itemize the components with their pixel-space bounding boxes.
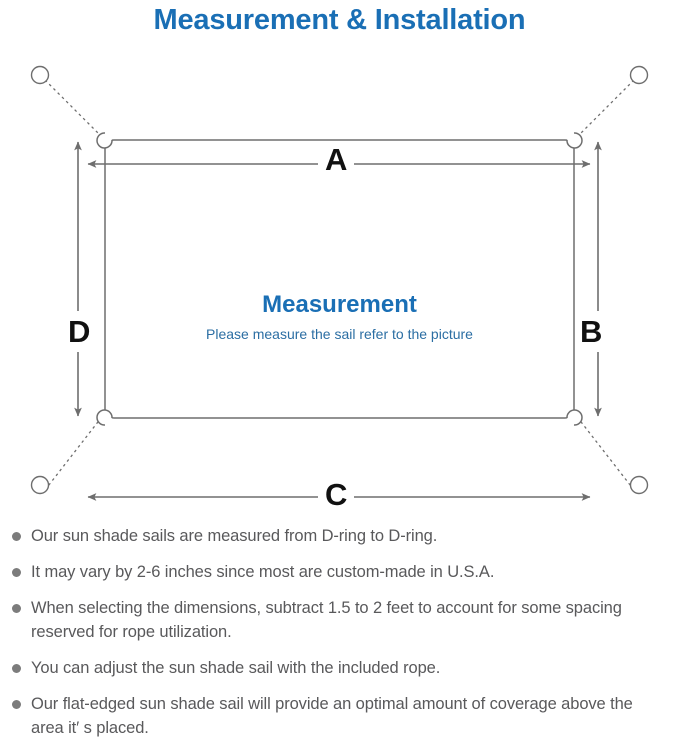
list-item: Our sun shade sails are measured from D-… [0,524,679,548]
d-ring-bottom-right [566,409,583,426]
anchor-bottom-right [629,475,649,495]
dimension-label-d: D [65,311,94,352]
rope-line-top-right [577,79,635,137]
note-text: Our sun shade sails are measured from D-… [31,527,438,545]
note-text: It may vary by 2-6 inches since most are… [31,563,495,581]
list-item: You can adjust the sun shade sail with t… [0,656,679,680]
bullet-icon [12,532,21,541]
dimension-label-b: B [577,311,606,352]
list-item: Our flat-edged sun shade sail will provi… [0,692,679,740]
note-text: Our flat-edged sun shade sail will provi… [31,695,633,737]
dimension-label-a: A [318,144,355,175]
note-text: When selecting the dimensions, subtract … [31,599,622,641]
list-item: It may vary by 2-6 inches since most are… [0,560,679,584]
bullet-icon [12,568,21,577]
bullet-icon [12,700,21,709]
rope-line-bottom-right [577,417,635,491]
rope-line-bottom-left [44,417,102,491]
list-item: When selecting the dimensions, subtract … [0,596,679,644]
anchor-top-left [30,65,50,85]
page-title: Measurement & Installation [153,4,526,36]
sail-measurement-diagram: A C D B Measurement Please measure the s… [0,50,679,520]
d-ring-top-left [96,132,113,149]
bullet-icon [12,664,21,673]
d-ring-top-right [566,132,583,149]
rope-lines [44,79,635,491]
d-ring-bottom-left [96,409,113,426]
anchor-bottom-left [30,475,50,495]
note-text: You can adjust the sun shade sail with t… [31,659,441,677]
notes-list: Our sun shade sails are measured from D-… [0,524,679,752]
rope-line-top-left [44,79,102,137]
anchor-circles [30,65,649,495]
bullet-icon [12,604,21,613]
d-rings [96,132,583,426]
sail-body [104,139,575,419]
dimension-label-c: C [318,479,355,510]
anchor-top-right [629,65,649,85]
